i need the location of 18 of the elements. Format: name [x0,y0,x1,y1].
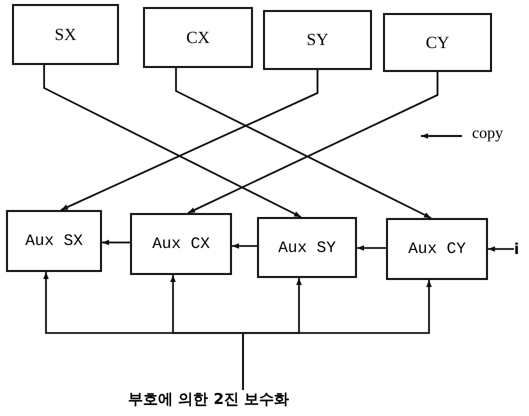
arrow [488,246,514,252]
arrow [232,243,257,249]
arrow [357,245,386,251]
arrow [102,240,130,246]
legend-label: copy [472,125,504,143]
register-box: Aux CY [386,218,488,280]
register-box: SY [263,10,372,70]
arrow [43,65,302,218]
input-label: i [514,240,520,258]
register-box: Aux SY [257,217,357,278]
register-box: CX [143,7,253,68]
arrow [242,280,432,390]
arrow [60,70,318,211]
register-box: SX [12,4,119,65]
register-box: CY [383,13,492,72]
register-box: Aux CX [130,213,232,275]
caption-label: 부호에 의한 2진 보수화 [128,390,290,409]
register-box: Aux SX [6,210,102,272]
